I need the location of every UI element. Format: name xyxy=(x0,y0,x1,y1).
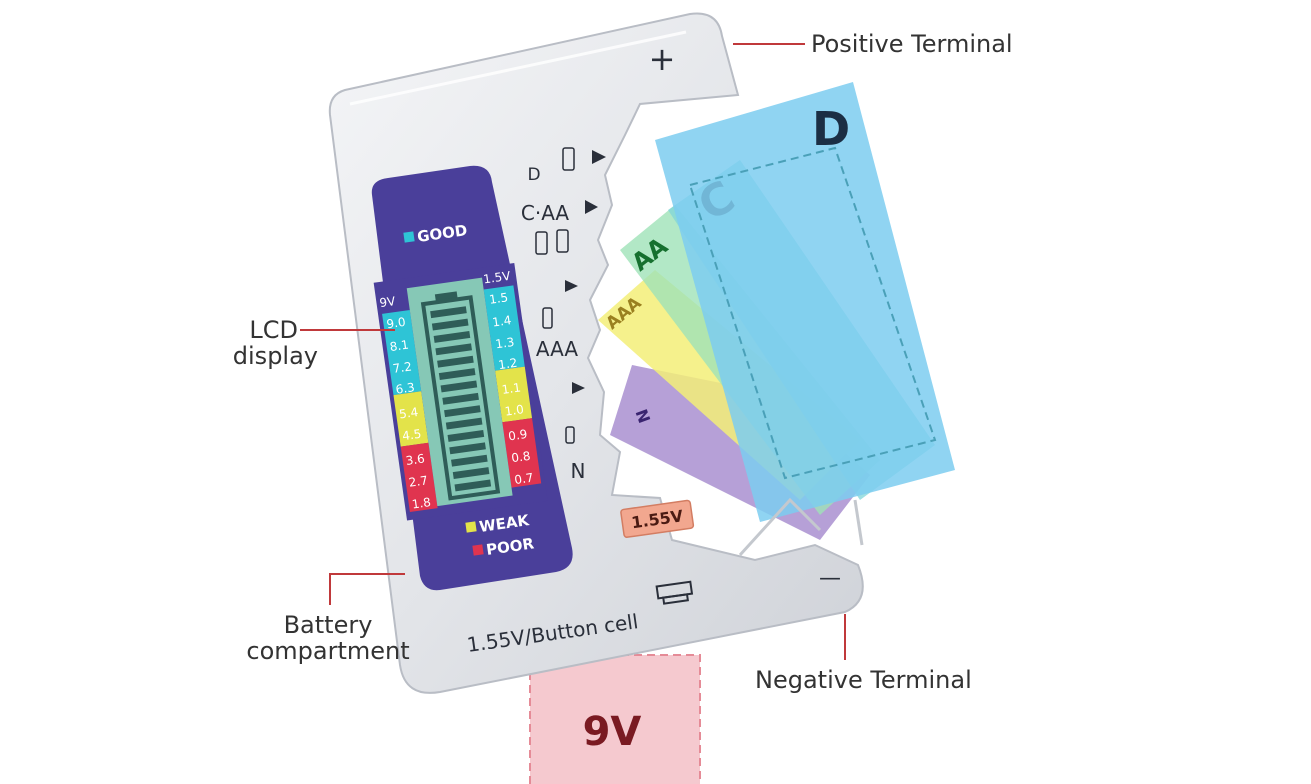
aa-slot-battery-icon xyxy=(556,229,569,253)
aaa-slot-arrow-icon xyxy=(565,280,578,292)
nine-volt-battery: 9V xyxy=(529,654,701,784)
level-bar-segment xyxy=(438,368,476,381)
d-battery: D xyxy=(655,82,955,522)
callout-negative-terminal: Negative Terminal xyxy=(755,614,972,694)
level-bar-segment xyxy=(451,454,488,467)
right-scale-tick: 1.5 xyxy=(488,290,509,307)
d-slot-battery-icon xyxy=(562,147,575,171)
right-scale-header: 1.5V xyxy=(482,269,512,287)
level-bar-segment xyxy=(449,442,486,455)
right-scale-tick: 1.2 xyxy=(497,356,518,373)
lcd-screen: 9V 9.0 8.1 7.2 6.3 5.4 4.5 3.6 2.7 1.8 1… xyxy=(373,263,548,521)
voltage-badge: 1.55V xyxy=(620,499,695,538)
left-scale-header: 9V xyxy=(379,294,397,310)
level-bar-segment xyxy=(445,417,483,430)
left-scale-tick: 2.7 xyxy=(408,473,429,490)
positive-terminal-label: Positive Terminal xyxy=(811,30,1013,58)
left-scale-tick: 3.6 xyxy=(405,451,426,468)
plus-sign: + xyxy=(649,40,676,78)
level-bar-segment xyxy=(440,380,478,393)
level-bar-segment xyxy=(430,306,467,319)
right-scale-tick: 1.4 xyxy=(491,313,512,330)
lcd-label-line1: LCD xyxy=(249,316,298,344)
negative-spring xyxy=(738,497,864,557)
battery-level-icon xyxy=(420,291,501,501)
weak-swatch xyxy=(465,521,477,533)
level-bar-segment xyxy=(447,429,485,442)
level-bar-segment xyxy=(435,343,472,356)
slot-labels: D C·AA AAA N xyxy=(521,147,606,483)
nine-volt-label: 9V xyxy=(583,709,642,755)
left-scale-tick: 1.8 xyxy=(411,495,432,512)
level-bar-segment xyxy=(437,355,474,368)
slot-label-d: D xyxy=(527,165,540,185)
good-swatch xyxy=(403,231,415,243)
level-bar-segment xyxy=(454,479,492,492)
caa-slot-arrow-icon xyxy=(585,200,598,214)
slot-label-caa: C·AA xyxy=(521,201,570,225)
c-slot-battery-icon xyxy=(535,231,548,255)
slot-label-aaa: AAA xyxy=(536,337,578,361)
lcd-panel: GOOD 9V 9.0 8.1 7.2 6.3 5.4 4.5 3.6 2.7 … xyxy=(371,165,573,591)
left-scale-tick: 9.0 xyxy=(386,315,407,332)
right-scale-tick: 1.1 xyxy=(501,380,522,397)
level-bar-segment xyxy=(452,467,490,480)
negative-terminal-label: Negative Terminal xyxy=(755,666,972,694)
batteries-fan: N AAA AA C D xyxy=(598,82,955,540)
right-scale-tick: 0.8 xyxy=(510,449,531,466)
left-scale-tick: 8.1 xyxy=(389,338,410,355)
left-scale-tick: 7.2 xyxy=(392,359,413,376)
n-slot-arrow-icon xyxy=(572,382,585,394)
left-scale-tick: 5.4 xyxy=(398,405,419,422)
n-slot-battery-icon xyxy=(565,426,575,444)
left-scale-tick: 4.5 xyxy=(401,427,422,444)
poor-swatch xyxy=(472,544,484,556)
lcd-label-line2: display xyxy=(233,342,318,370)
aaa-slot-battery-icon xyxy=(542,307,553,329)
right-scale-tick: 0.9 xyxy=(507,427,528,444)
level-bar-segment xyxy=(433,330,471,343)
level-bar-segment xyxy=(431,318,469,331)
left-scale-tick: 6.3 xyxy=(395,380,416,397)
minus-sign: — xyxy=(819,566,841,591)
right-scale-tick: 1.0 xyxy=(504,402,525,419)
right-scale: 1.5 1.4 1.3 1.2 1.1 1.0 0.9 0.8 0.7 xyxy=(488,290,534,487)
callout-positive-terminal: Positive Terminal xyxy=(733,30,1013,58)
level-bar-segment xyxy=(442,392,479,405)
compartment-label-line1: Battery xyxy=(284,611,373,639)
d-slot-arrow-icon xyxy=(592,150,606,164)
left-scale: 9.0 8.1 7.2 6.3 5.4 4.5 3.6 2.7 1.8 xyxy=(386,315,432,512)
right-scale-tick: 1.3 xyxy=(494,335,515,352)
d-battery-label: D xyxy=(812,102,850,156)
slot-label-n: N xyxy=(571,459,586,483)
level-bar-segment xyxy=(444,405,481,418)
right-scale-tick: 0.7 xyxy=(514,471,535,488)
callout-battery-compartment: Battery compartment xyxy=(246,573,410,665)
compartment-label-line2: compartment xyxy=(246,637,409,665)
level-bars xyxy=(430,306,492,492)
callout-lcd-display: LCD display xyxy=(233,316,395,370)
n-battery-label: N xyxy=(632,407,654,426)
button-cell-icon xyxy=(655,580,694,605)
